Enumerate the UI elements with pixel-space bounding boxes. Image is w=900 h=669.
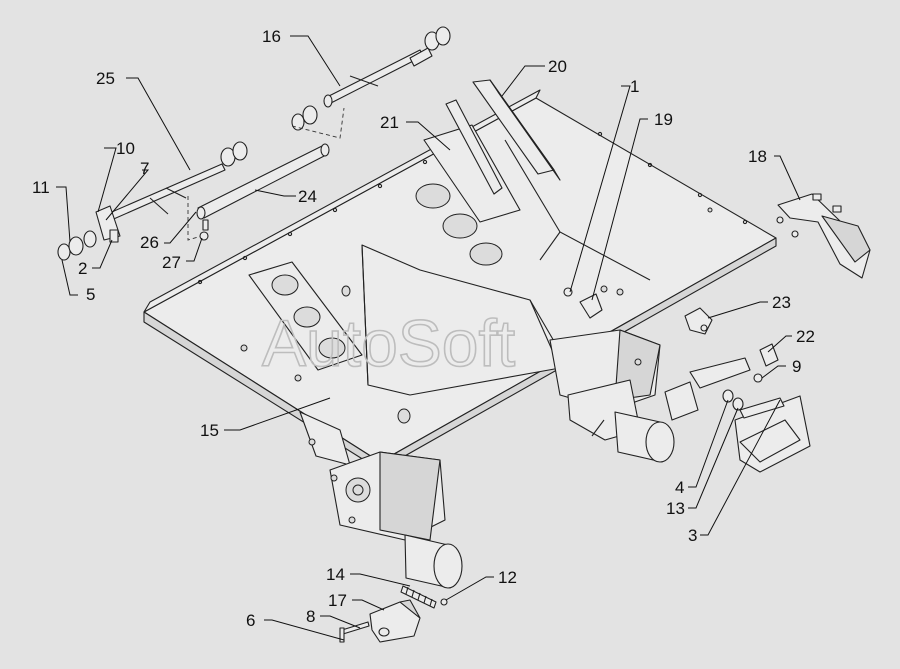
watermark: AutoSoft: [262, 306, 515, 380]
callout-3: 3: [688, 526, 697, 545]
callout-16: 16: [262, 27, 281, 46]
pedal-18: [776, 193, 871, 279]
leader-lines: [56, 35, 801, 641]
callout-9: 9: [792, 357, 801, 376]
pin-8: [339, 621, 370, 643]
plate-21: [423, 99, 521, 223]
callout-12: 12: [498, 568, 517, 587]
pedal-opening-plate: [248, 261, 363, 371]
callout-24: 24: [298, 187, 317, 206]
bracket-23: [684, 307, 713, 335]
callout-22: 22: [796, 327, 815, 346]
bracket-20: [472, 79, 561, 181]
callout-labels: 16 25 10 7 11 2 5 26 27 24 21 20 1 19 18…: [32, 27, 815, 630]
callout-20: 20: [548, 57, 567, 76]
callout-18: 18: [748, 147, 767, 166]
callout-17: 17: [328, 591, 347, 610]
callout-4: 4: [675, 478, 684, 497]
right-side-brackets: [664, 343, 811, 473]
callout-8: 8: [306, 607, 315, 626]
bracket-17: [369, 599, 421, 643]
spring-14: [400, 585, 448, 609]
callout-21: 21: [380, 113, 399, 132]
callout-14: 14: [326, 565, 345, 584]
callout-26: 26: [140, 233, 159, 252]
callout-23: 23: [772, 293, 791, 312]
callout-7: 7: [140, 159, 149, 178]
callout-5: 5: [86, 285, 95, 304]
callout-27: 27: [162, 253, 181, 272]
callout-19: 19: [654, 110, 673, 129]
shaft-16: [291, 26, 451, 131]
callout-25: 25: [96, 69, 115, 88]
right-bracket-assembly: [549, 329, 675, 463]
callout-6: 6: [246, 611, 255, 630]
callout-13: 13: [666, 499, 685, 518]
bolt-26-27: [199, 219, 209, 241]
callout-2: 2: [78, 259, 87, 278]
pivot-19: [563, 287, 603, 319]
shaft-25: [97, 141, 248, 226]
rod-24: [196, 143, 330, 220]
callout-15: 15: [200, 421, 219, 440]
callout-11: 11: [32, 178, 50, 197]
callout-10: 10: [116, 139, 135, 158]
callout-1: 1: [630, 77, 639, 96]
left-bracket-assembly: [299, 411, 463, 589]
lever-and-washers: [57, 205, 121, 261]
